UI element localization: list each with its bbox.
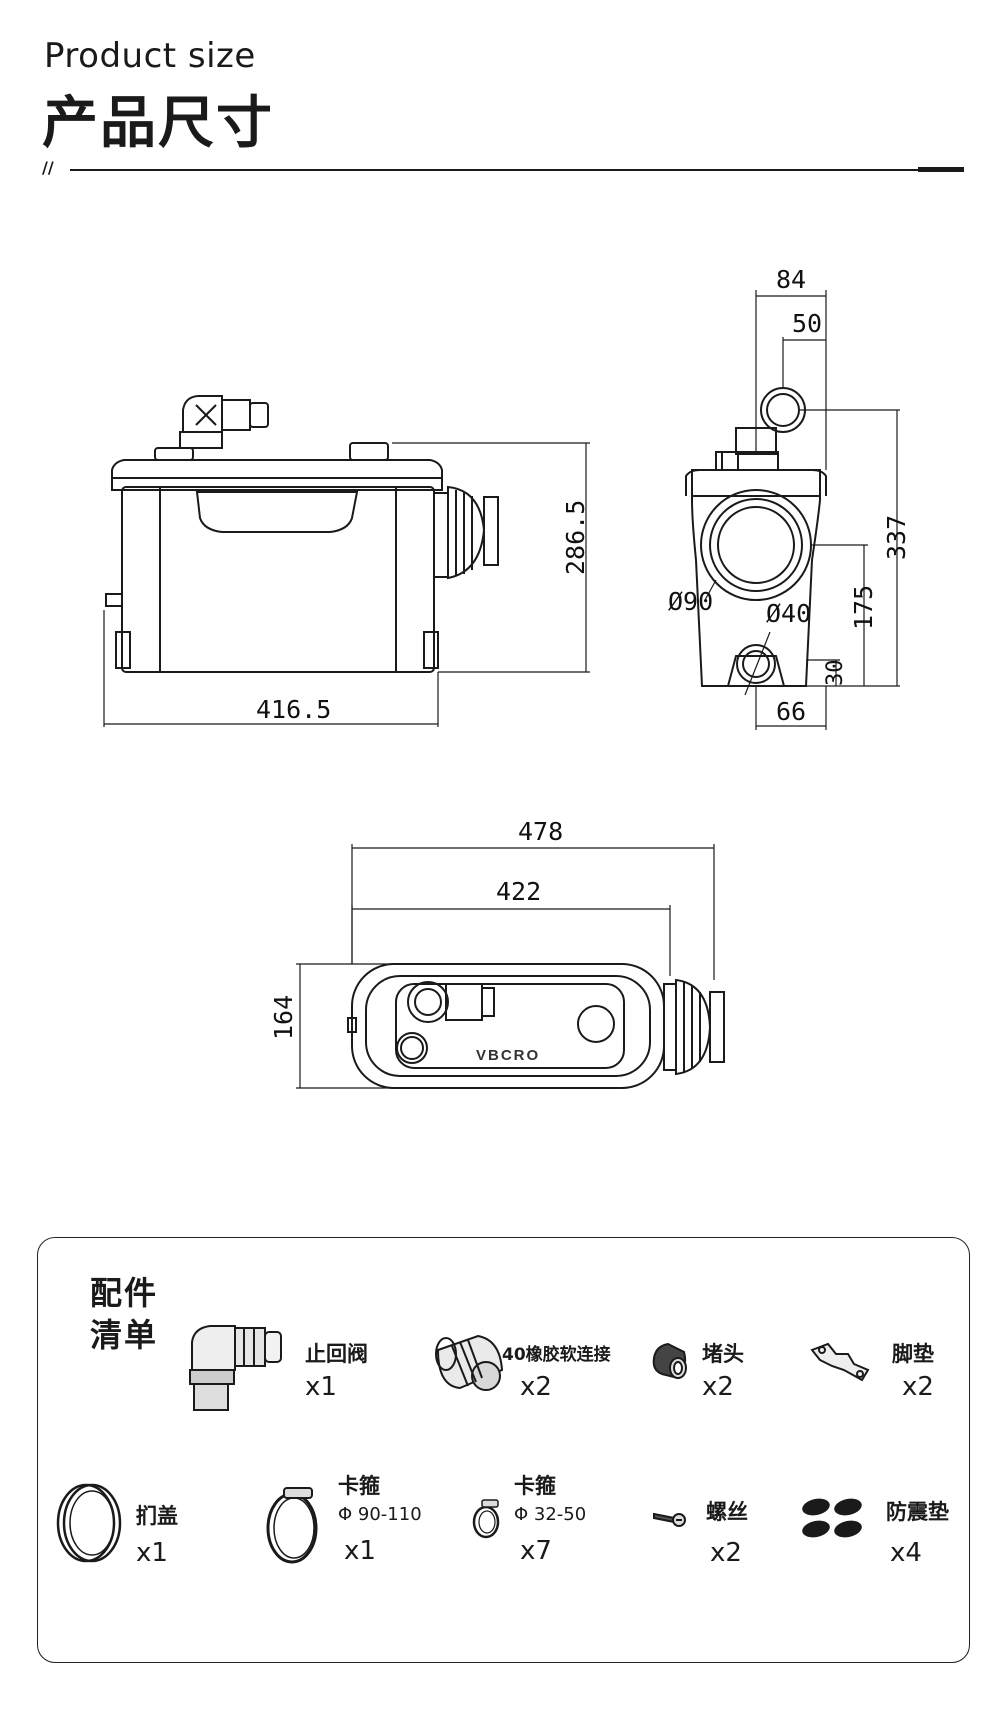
- header-mark: //: [42, 158, 54, 177]
- acc-qty-foot-bracket: x2: [902, 1372, 934, 1402]
- accessories-title-line2: 清单: [90, 1316, 159, 1354]
- dim-side-top-text: 84: [776, 265, 806, 294]
- dim-width-text: 416.5: [256, 695, 331, 724]
- dim-dia90-text: Ø90: [668, 587, 713, 616]
- acc-qty-rubber-hose: x2: [520, 1372, 552, 1402]
- large-clamp-icon: [266, 1487, 318, 1564]
- cap-ring-icon: [56, 1483, 122, 1563]
- front-view: [103, 395, 590, 727]
- acc-name-screw: 螺丝: [706, 1500, 748, 1524]
- foot-bracket-icon: [810, 1342, 870, 1382]
- dim-dia40-text: Ø40: [766, 599, 811, 628]
- dim-side-height-text: 337: [882, 515, 911, 560]
- acc-qty-damping-pad: x4: [890, 1538, 922, 1568]
- side-view: [685, 290, 900, 730]
- brand-logo-text: VBCRO: [476, 1047, 540, 1064]
- accessories-panel: [37, 1237, 970, 1663]
- acc-spec-small-clamp: Φ 32-50: [514, 1504, 587, 1525]
- acc-name-large-clamp: 卡箍: [338, 1474, 380, 1498]
- rubber-hose-icon: [435, 1334, 504, 1391]
- header-divider: [70, 169, 920, 171]
- dim-side-inner-text: 50: [792, 309, 822, 338]
- plug-icon: [652, 1342, 687, 1380]
- dim-top-depth-text: 164: [269, 995, 298, 1040]
- acc-name-rubber-hose: 40橡胶软连接: [502, 1345, 611, 1365]
- screw-icon: [653, 1512, 686, 1527]
- dim-height-text: 286.5: [561, 500, 590, 575]
- top-view: [296, 844, 725, 1089]
- dim-side-bottom-text: 66: [776, 697, 806, 726]
- acc-qty-check-valve: x1: [305, 1372, 337, 1402]
- damping-pad-icon: [802, 1498, 862, 1538]
- dim-side-mid-text: 175: [849, 585, 878, 630]
- acc-qty-plug: x2: [702, 1372, 734, 1402]
- technical-drawing: 416.5 286.5 84 50 337 175 30 66 Ø90 Ø40 …: [103, 265, 911, 1089]
- dim-top-len-text: 478: [518, 817, 563, 846]
- small-clamp-icon: [472, 1499, 500, 1539]
- page-title-cn: 产品尺寸: [42, 91, 274, 156]
- acc-qty-cap-ring: x1: [136, 1538, 168, 1568]
- accessories-title-line1: 配件: [90, 1274, 159, 1312]
- page-title-en: Product size: [44, 36, 256, 76]
- acc-name-foot-bracket: 脚垫: [892, 1342, 934, 1366]
- acc-name-small-clamp: 卡箍: [514, 1474, 556, 1498]
- acc-qty-screw: x2: [710, 1538, 742, 1568]
- acc-qty-large-clamp: x1: [344, 1536, 376, 1566]
- acc-name-check-valve: 止回阀: [305, 1342, 368, 1366]
- check-valve-icon: [189, 1325, 282, 1411]
- header-divider-accent: [918, 167, 964, 172]
- acc-spec-large-clamp: Φ 90-110: [338, 1504, 422, 1525]
- acc-name-damping-pad: 防震垫: [886, 1500, 949, 1524]
- dim-top-inner-text: 422: [496, 877, 541, 906]
- accessories-title: 配件 清单: [90, 1272, 158, 1356]
- dim-side-low-text: 30: [823, 660, 848, 687]
- acc-qty-small-clamp: x7: [520, 1536, 552, 1566]
- acc-name-plug: 堵头: [702, 1342, 744, 1366]
- acc-name-cap-ring: 扪盖: [136, 1504, 178, 1528]
